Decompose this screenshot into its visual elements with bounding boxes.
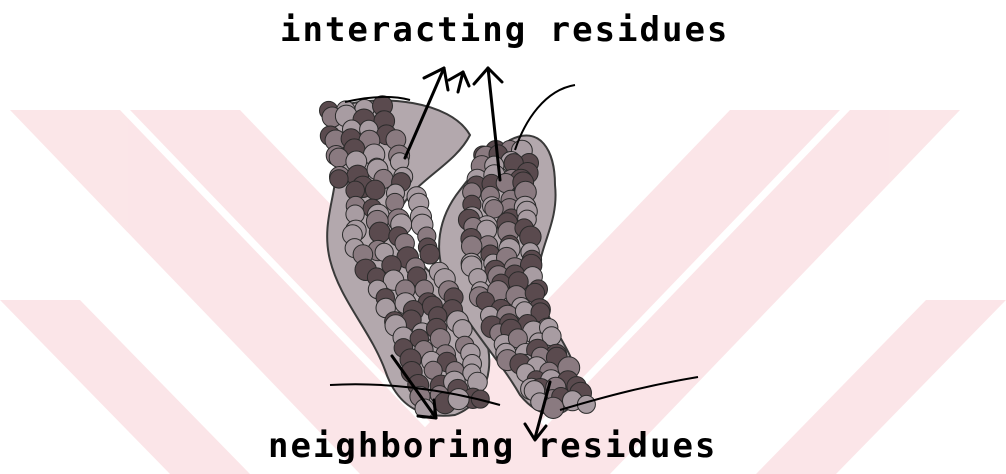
residue-sphere bbox=[453, 320, 472, 339]
residue-sphere bbox=[369, 222, 390, 243]
residue-sphere bbox=[448, 389, 469, 410]
residue-sphere bbox=[329, 148, 348, 167]
label-interacting-residues: interacting residues bbox=[280, 10, 729, 50]
residue-sphere bbox=[365, 180, 385, 200]
label-neighboring-residues: neighboring residues bbox=[268, 426, 717, 466]
residue-sphere bbox=[330, 170, 348, 188]
